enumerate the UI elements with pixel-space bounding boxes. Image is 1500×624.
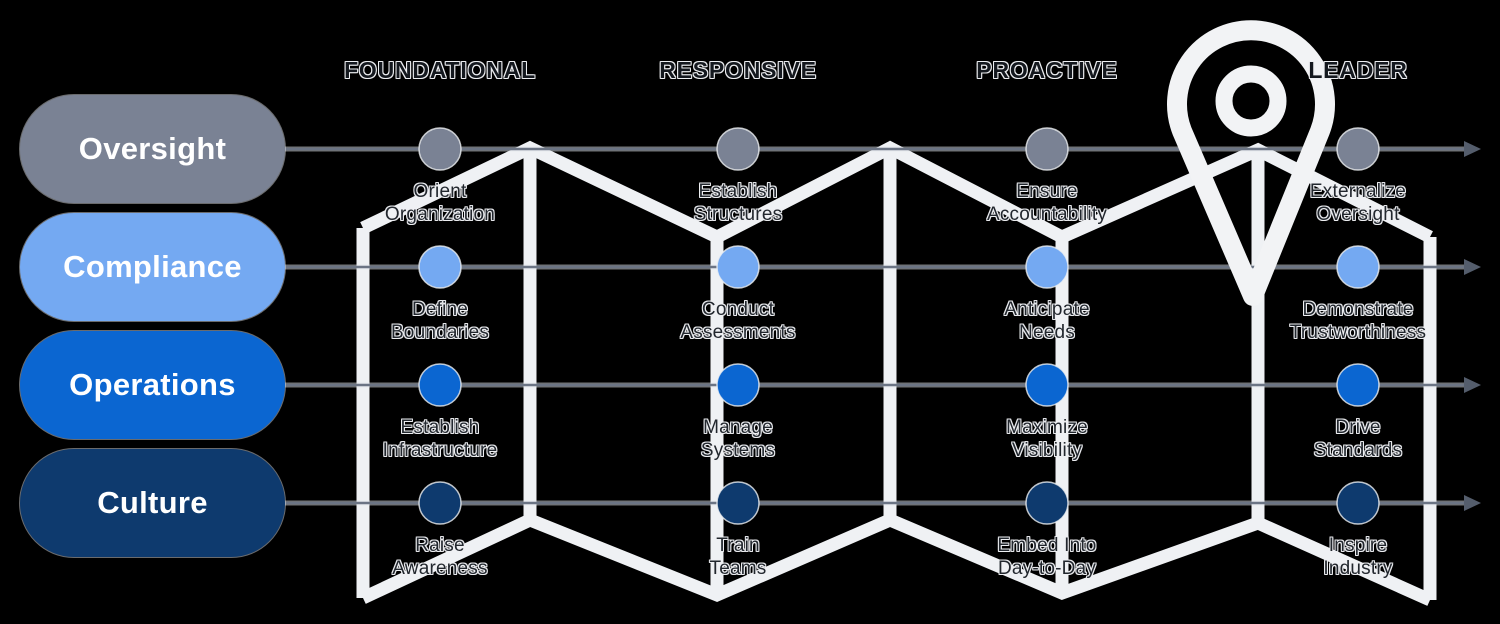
row-pill-compliance: Compliance	[20, 213, 285, 321]
row-pill-label: Culture	[97, 485, 208, 520]
row-pill-label: Operations	[69, 367, 236, 402]
milestone-dot	[418, 363, 462, 407]
map-fold-creases	[356, 148, 1437, 600]
milestone-dot	[716, 363, 760, 407]
milestone-dot	[1025, 127, 1069, 171]
cell-proactive-culture: Embed Into Day-to-Day	[997, 535, 1097, 579]
cell-foundational-culture: Raise Awareness	[392, 535, 488, 579]
row-pill-label: Compliance	[63, 249, 242, 284]
arrowhead-icon	[1464, 377, 1481, 393]
cell-proactive-compliance: Anticipate Needs	[1004, 299, 1090, 343]
cell-proactive-operations: Maximize Visibility	[1006, 417, 1088, 461]
milestone-dot	[1025, 481, 1069, 525]
row-pill-operations: Operations	[20, 331, 285, 439]
cell-responsive-culture: Train Teams	[709, 535, 767, 579]
column-header-leader: LEADER	[1308, 57, 1408, 83]
milestone-dots	[418, 127, 1380, 525]
arrowhead-icon	[1464, 259, 1481, 275]
arrowhead-icon	[1464, 495, 1481, 511]
milestone-dot	[1336, 127, 1380, 171]
pin-hole	[1215, 65, 1287, 137]
right-arrowhead-icons	[1464, 141, 1481, 511]
arrowhead-icon	[1464, 141, 1481, 157]
cell-responsive-operations: Manage Systems	[700, 417, 776, 461]
milestone-dot	[418, 481, 462, 525]
cell-foundational-compliance: Define Boundaries	[390, 299, 490, 343]
cell-foundational-operations: Establish Infrastructure	[382, 417, 498, 461]
milestone-dot	[1336, 481, 1380, 525]
row-pill-label: Oversight	[78, 131, 227, 166]
cell-responsive-oversight: Establish Structures	[693, 181, 783, 225]
row-pill-oversight: Oversight	[20, 95, 285, 203]
cell-leader-compliance: Demonstrate Trustworthiness	[1289, 299, 1427, 343]
milestone-dot	[716, 127, 760, 171]
milestone-dot	[1025, 363, 1069, 407]
milestone-dot	[716, 245, 760, 289]
milestone-dot	[1025, 245, 1069, 289]
milestone-dot	[716, 481, 760, 525]
cell-foundational-oversight: Orient Organization	[384, 181, 496, 225]
cell-leader-oversight: Externalize Oversight	[1309, 181, 1407, 225]
cell-leader-culture: Inspire Industry	[1323, 535, 1393, 579]
cell-proactive-oversight: Ensure Accountability	[986, 181, 1108, 225]
cell-responsive-compliance: Conduct Assessments	[680, 299, 796, 343]
column-header-foundational: FOUNDATIONAL	[344, 57, 536, 83]
location-pin-icon	[1167, 20, 1335, 306]
pin-outline	[1167, 20, 1335, 306]
column-header-proactive: PROACTIVE	[976, 57, 1118, 83]
milestone-dot	[1336, 363, 1380, 407]
milestone-dot	[418, 127, 462, 171]
cell-leader-operations: Drive Standards	[1313, 417, 1403, 461]
milestone-dot	[1336, 245, 1380, 289]
milestone-dot	[418, 245, 462, 289]
column-header-responsive: RESPONSIVE	[659, 57, 817, 83]
row-pill-culture: Culture	[20, 449, 285, 557]
